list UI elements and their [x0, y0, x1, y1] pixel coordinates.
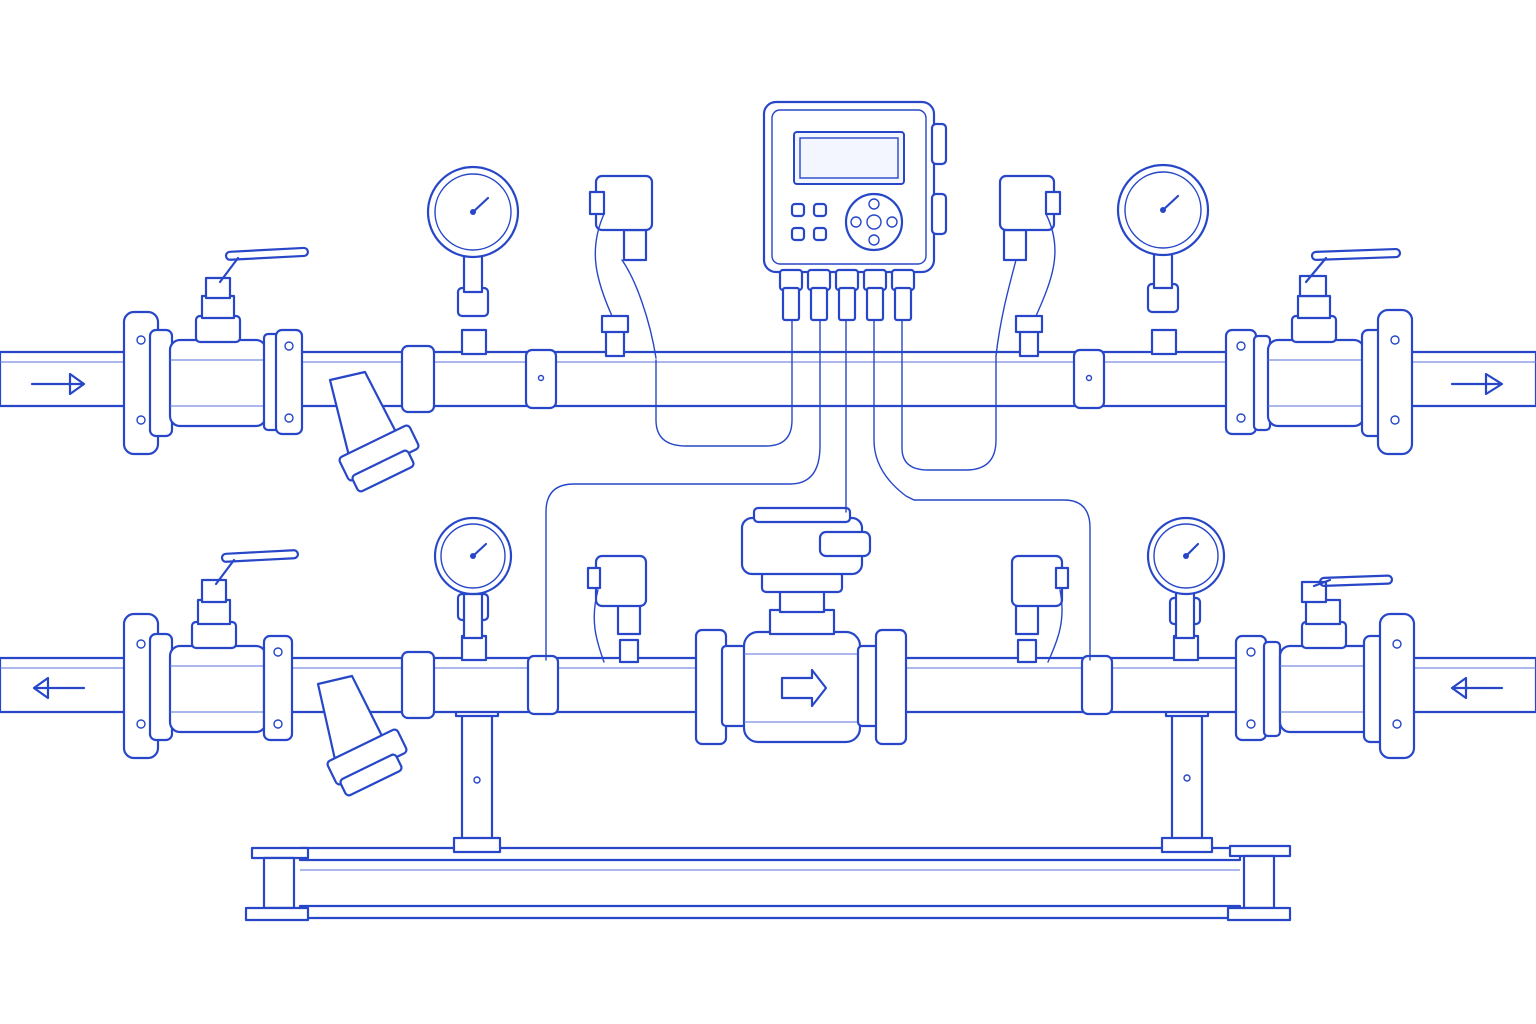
- pressure-transmitter-lower-right: [1010, 554, 1070, 664]
- flow-arrow-left-icon: [1450, 676, 1504, 700]
- base-frame: [244, 704, 1292, 922]
- pipe-union: [400, 344, 436, 414]
- controller-display: [793, 131, 905, 185]
- pressure-transmitter-lower-left: [586, 554, 648, 664]
- y-strainer-lower: [316, 674, 408, 797]
- pressure-transmitter-upper-left: [588, 174, 654, 358]
- pipe-clamp: [524, 348, 558, 410]
- keypad-button[interactable]: [790, 202, 806, 218]
- flow-arrow-left-icon: [32, 676, 86, 700]
- pipe-clamp: [1080, 654, 1114, 716]
- ball-valve-lower-left: [168, 549, 300, 742]
- keypad-button[interactable]: [790, 226, 806, 242]
- controller-keypad: [790, 202, 828, 242]
- lower-line: [0, 506, 1536, 797]
- signal-cables: [545, 259, 1091, 661]
- y-strainer-upper: [328, 370, 420, 493]
- pipe-clamp: [526, 654, 560, 716]
- keypad-button[interactable]: [812, 202, 828, 218]
- flow-meter: [694, 506, 908, 746]
- pressure-gauge-upper-right: [1116, 163, 1210, 356]
- ball-valve-upper-left: [168, 246, 309, 436]
- cable-glands: [778, 268, 916, 322]
- pipe-clamp: [1072, 348, 1106, 410]
- flow-direction-arrow-icon: [780, 668, 828, 708]
- inlet-flange: [122, 310, 174, 456]
- return-flange-left: [122, 612, 174, 760]
- flow-arrow-right-icon: [30, 372, 86, 396]
- pipe-union: [400, 650, 436, 720]
- keypad-button[interactable]: [812, 226, 828, 242]
- ball-valve-lower-right: [1234, 574, 1416, 760]
- pressure-transmitter-upper-right: [998, 174, 1062, 358]
- navigation-dial-icon[interactable]: [844, 192, 904, 252]
- pressure-gauge-upper-left: [426, 165, 520, 356]
- upper-line: [0, 163, 1536, 493]
- ball-valve-upper-right: [1224, 247, 1414, 456]
- pressure-gauge-lower-right: [1146, 516, 1226, 662]
- control-unit: [762, 100, 948, 322]
- flow-arrow-right-icon: [1450, 372, 1504, 396]
- pressure-gauge-lower-left: [433, 516, 513, 662]
